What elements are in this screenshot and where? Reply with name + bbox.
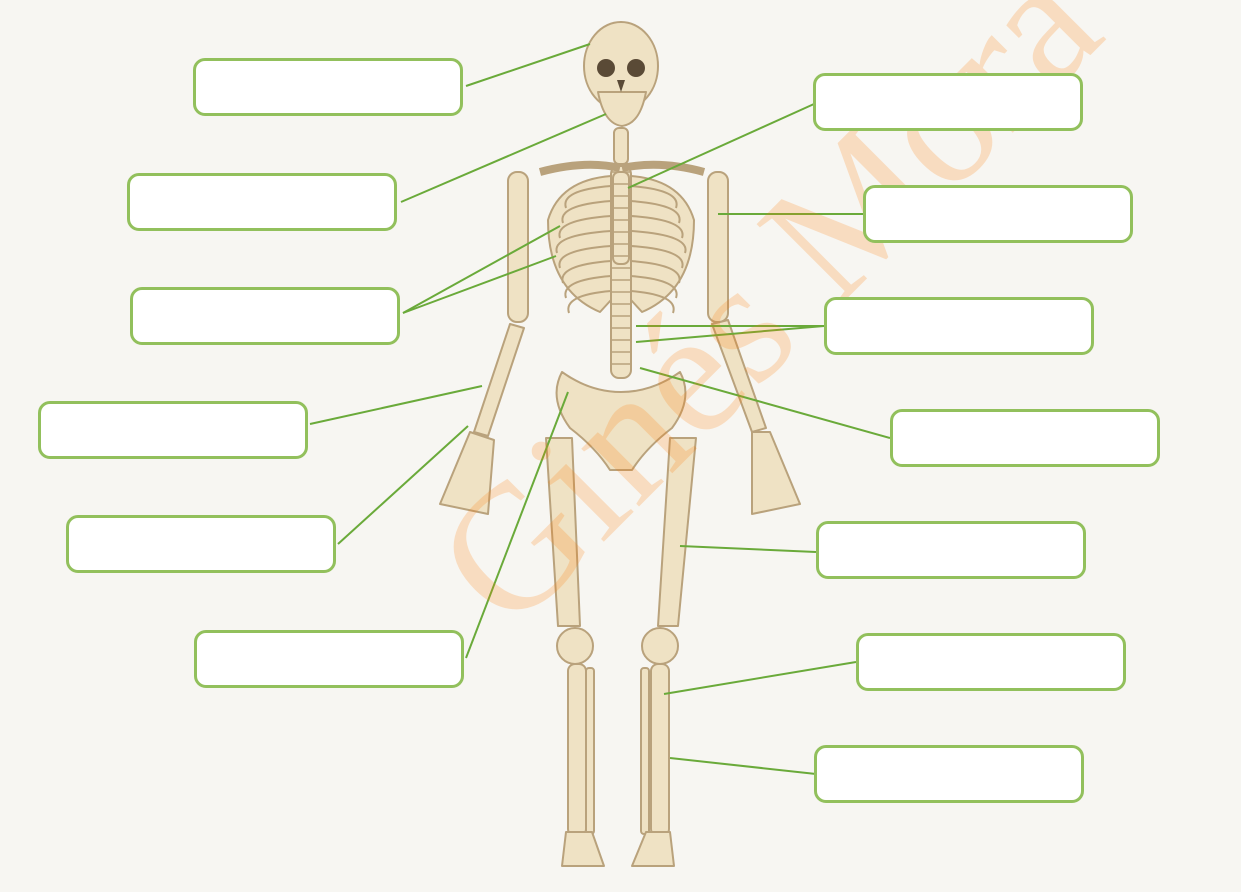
- femur-right: [658, 438, 696, 626]
- label-box-femur[interactable]: [816, 521, 1086, 579]
- femur-left: [546, 438, 580, 626]
- label-input-pelvis[interactable]: [893, 412, 1157, 464]
- leader-line-patella: [664, 662, 856, 694]
- humerus-left: [508, 172, 528, 322]
- label-box-ribs[interactable]: [130, 287, 400, 345]
- label-box-mandible[interactable]: [127, 173, 397, 231]
- label-input-mandible[interactable]: [130, 176, 394, 228]
- eye-socket-left: [597, 59, 615, 77]
- clavicle-right: [622, 165, 704, 172]
- label-box-pelvis-femur[interactable]: [194, 630, 464, 688]
- leader-line-tibia: [670, 758, 816, 774]
- label-box-skull[interactable]: [193, 58, 463, 116]
- pelvis: [557, 372, 686, 470]
- leader-line-forearm: [310, 386, 482, 424]
- label-input-forearm[interactable]: [41, 404, 305, 456]
- label-box-hand[interactable]: [66, 515, 336, 573]
- label-box-tibia[interactable]: [814, 745, 1084, 803]
- fibula-left: [586, 668, 594, 834]
- leader-line-ribs-b: [403, 256, 556, 313]
- forearm-right: [712, 320, 766, 432]
- label-box-pelvis[interactable]: [890, 409, 1160, 467]
- tibia-left: [568, 664, 586, 836]
- label-box-forearm[interactable]: [38, 401, 308, 459]
- foot-left: [562, 832, 604, 866]
- label-box-patella[interactable]: [856, 633, 1126, 691]
- patella-left: [557, 628, 593, 664]
- mandible: [598, 92, 646, 126]
- leader-line-ribs-a: [403, 226, 560, 313]
- tibia-right: [651, 664, 669, 836]
- clavicle-left: [540, 165, 620, 172]
- foot-right: [632, 832, 674, 866]
- eye-socket-right: [627, 59, 645, 77]
- label-input-femur[interactable]: [819, 524, 1083, 576]
- sternum: [613, 172, 629, 264]
- label-input-pelvis-femur[interactable]: [197, 633, 461, 685]
- fibula-right: [641, 668, 649, 834]
- patella-right: [642, 628, 678, 664]
- label-input-tibia[interactable]: [817, 748, 1081, 800]
- label-input-ribs[interactable]: [133, 290, 397, 342]
- hand-right: [752, 432, 800, 514]
- humerus-right: [708, 172, 728, 322]
- label-input-humerus[interactable]: [866, 188, 1130, 240]
- label-input-sternum[interactable]: [816, 76, 1080, 128]
- leader-line-femur-right: [680, 546, 816, 552]
- label-input-hand[interactable]: [69, 518, 333, 570]
- label-box-vertebrae[interactable]: [824, 297, 1094, 355]
- label-input-vertebrae[interactable]: [827, 300, 1091, 352]
- label-box-sternum[interactable]: [813, 73, 1083, 131]
- cervical-spine: [614, 128, 628, 164]
- leader-line-skull: [466, 44, 590, 86]
- label-input-patella[interactable]: [859, 636, 1123, 688]
- label-box-humerus[interactable]: [863, 185, 1133, 243]
- forearm-left: [474, 324, 524, 436]
- label-input-skull[interactable]: [196, 61, 460, 113]
